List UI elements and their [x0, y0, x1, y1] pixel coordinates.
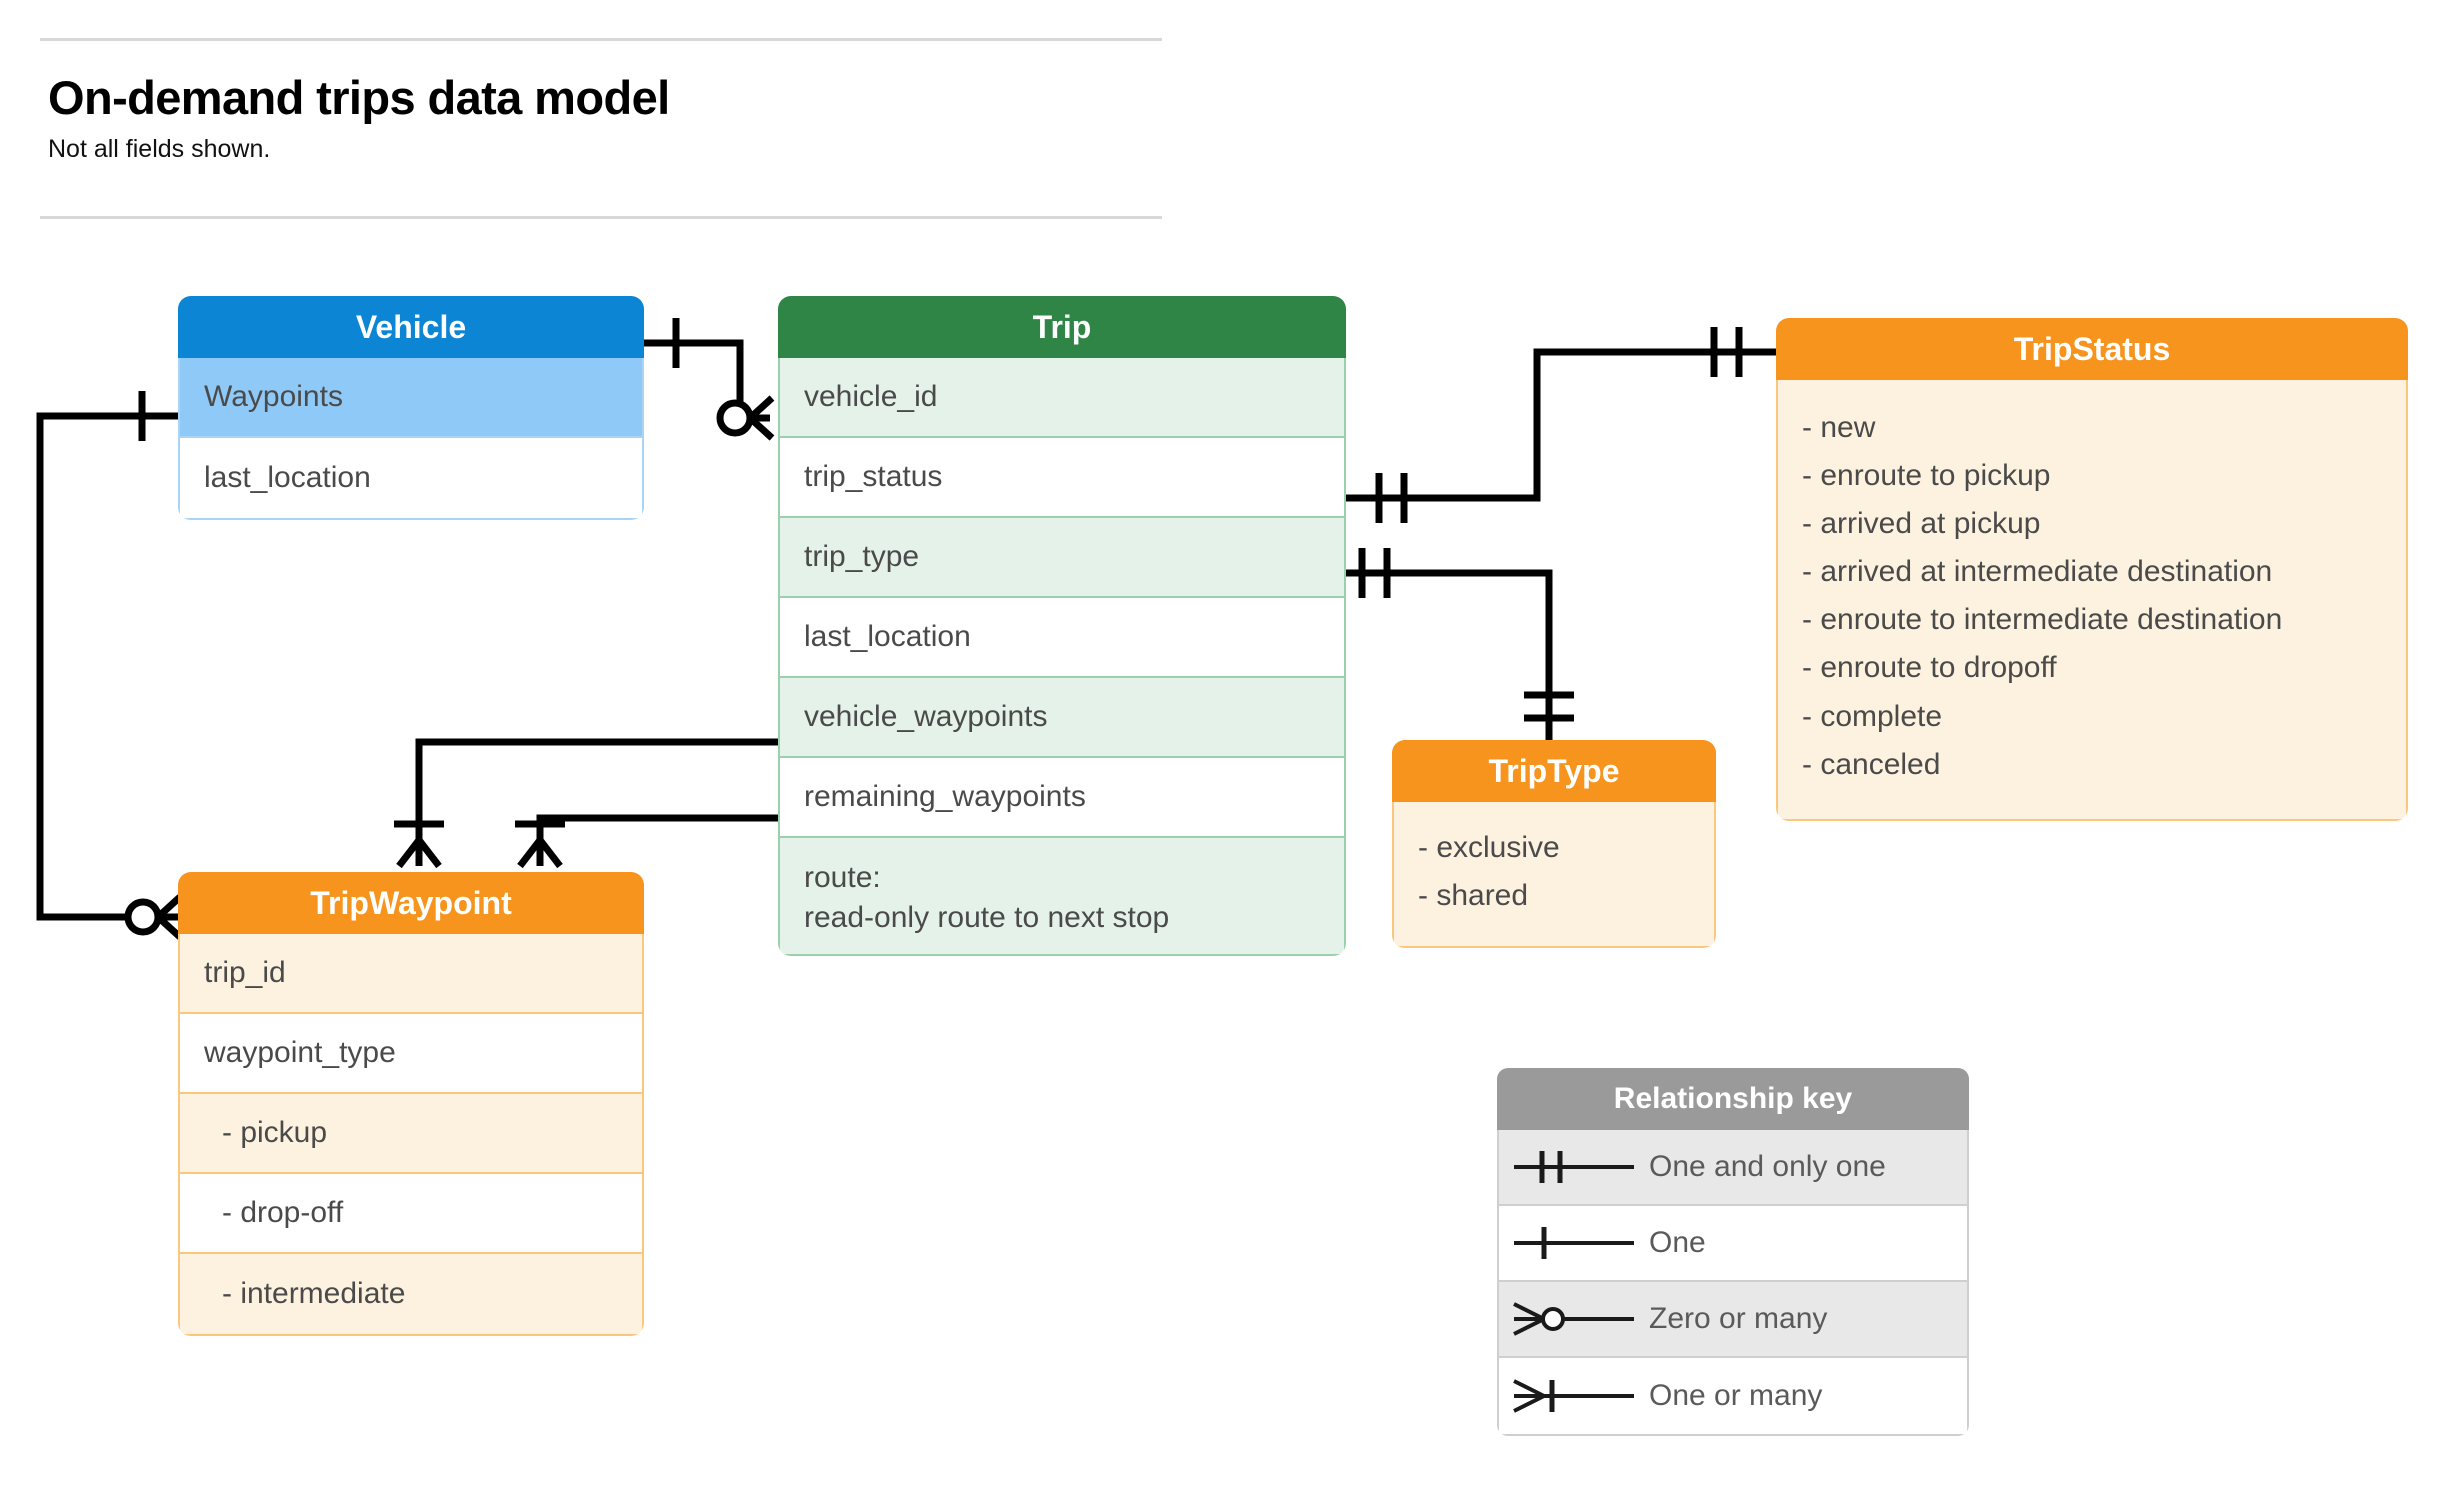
crowfoot-tripwaypoint-b: [155, 894, 183, 920]
legend-row-one-or-many: One or many: [1499, 1358, 1967, 1434]
entity-tripwaypoint-title: TripWaypoint: [178, 872, 644, 934]
page-title: On-demand trips data model: [48, 71, 670, 124]
legend-row-one-and-only-one: One and only one: [1499, 1130, 1967, 1206]
field-trip-last-location[interactable]: last_location: [780, 598, 1344, 678]
tripstatus-value: - enroute to pickup: [1802, 459, 2051, 493]
entity-trip-title: Trip: [778, 296, 1346, 358]
crowfoot-trip-vehicleid-c: [747, 415, 775, 441]
legend-label: One and only one: [1649, 1150, 1886, 1183]
entity-triptype[interactable]: TripType - exclusive - shared: [1392, 740, 1716, 949]
triptype-value: - exclusive: [1418, 831, 1560, 864]
entity-vehicle-fields: Waypoints last_location: [178, 358, 644, 520]
field-trip-trip-type[interactable]: trip_type: [780, 518, 1344, 598]
legend-label: One: [1649, 1226, 1706, 1259]
field-trip-vehicle-waypoints[interactable]: vehicle_waypoints: [780, 678, 1344, 758]
legend-row-zero-or-many: Zero or many: [1499, 1282, 1967, 1358]
crowfoot-tripwaypoint-c: [155, 914, 183, 940]
field-trip-route[interactable]: route: read-only route to next stop: [780, 838, 1344, 954]
field-trip-remaining-waypoints[interactable]: remaining_waypoints: [780, 758, 1344, 838]
zero-marker-tripwaypoint: [124, 898, 162, 936]
relationship-key-legend: Relationship key One and only one: [1497, 1068, 1969, 1436]
field-vehicle-waypoints[interactable]: Waypoints: [180, 358, 642, 438]
field-tripwaypoint-waypoint-type[interactable]: waypoint_type: [180, 1014, 642, 1094]
tripstatus-value: - canceled: [1802, 747, 1941, 781]
entity-triptype-values: - exclusive - shared: [1392, 802, 1716, 949]
field-tripwaypoint-value-dropoff[interactable]: - drop-off: [180, 1174, 642, 1254]
legend-row-one: One: [1499, 1206, 1967, 1282]
connector-trip-status-to-tripstatus: [1346, 348, 1776, 502]
tripstatus-value: - arrived at intermediate destination: [1802, 555, 2273, 589]
legend-rows: One and only one One: [1497, 1130, 1969, 1436]
tripstatus-value: - complete: [1802, 699, 1943, 733]
entity-triptype-title: TripType: [1392, 740, 1716, 802]
entity-tripstatus-title: TripStatus: [1776, 318, 2408, 380]
tripstatus-value: - arrived at pickup: [1802, 507, 2041, 541]
field-tripwaypoint-value-pickup[interactable]: - pickup: [180, 1094, 642, 1174]
entity-trip-fields: vehicle_id trip_status trip_type last_lo…: [778, 358, 1346, 956]
entity-trip[interactable]: Trip vehicle_id trip_status trip_type la…: [778, 296, 1346, 956]
page-subtitle: Not all fields shown.: [48, 135, 271, 163]
one-icon: [1499, 1220, 1649, 1266]
legend-title: Relationship key: [1497, 1068, 1969, 1130]
zero-marker-trip-vehicleid: [716, 399, 754, 437]
one-and-only-one-icon: [1499, 1144, 1649, 1190]
tripstatus-value: - enroute to dropoff: [1802, 651, 2057, 685]
connector-trip-type-to-triptype: [1346, 569, 1553, 740]
connector-vehicle-waypoints-to-tripwaypoint: [36, 412, 178, 921]
field-trip-route-description: read-only route to next stop: [804, 901, 1170, 934]
entity-tripwaypoint-fields: trip_id waypoint_type - pickup - drop-of…: [178, 934, 644, 1336]
entity-tripstatus[interactable]: TripStatus - new - enroute to pickup - a…: [1776, 318, 2408, 821]
one-or-many-icon: [1499, 1373, 1649, 1419]
crowfoot-rw-b: [517, 837, 543, 869]
header-divider-bottom: [40, 216, 1162, 219]
field-trip-trip-status[interactable]: trip_status: [780, 438, 1344, 518]
legend-label: Zero or many: [1649, 1302, 1828, 1335]
crowfoot-vw-b: [396, 837, 422, 869]
crowfoot-vw-c: [416, 837, 442, 869]
entity-tripstatus-values: - new - enroute to pickup - arrived at p…: [1776, 380, 2408, 821]
field-trip-route-label: route:: [804, 861, 881, 895]
entity-vehicle-title: Vehicle: [178, 296, 644, 358]
field-trip-vehicle-id[interactable]: vehicle_id: [780, 358, 1344, 438]
tripstatus-value: - enroute to intermediate destination: [1802, 603, 2283, 637]
field-tripwaypoint-value-intermediate[interactable]: - intermediate: [180, 1254, 642, 1334]
triptype-value: - shared: [1418, 879, 1529, 913]
legend-label: One or many: [1649, 1379, 1823, 1412]
entity-vehicle[interactable]: Vehicle Waypoints last_location: [178, 296, 644, 520]
tripstatus-value: - new: [1802, 411, 1876, 444]
connector-vehicle-to-trip: [644, 339, 770, 422]
field-tripwaypoint-trip-id[interactable]: trip_id: [180, 934, 642, 1014]
zero-or-many-icon: [1499, 1296, 1649, 1342]
field-vehicle-last-location[interactable]: last_location: [204, 461, 371, 494]
entity-tripwaypoint[interactable]: TripWaypoint trip_id waypoint_type - pic…: [178, 872, 644, 1336]
header-divider-top: [40, 38, 1162, 41]
crowfoot-rw-c: [537, 837, 563, 869]
crowfoot-trip-vehicleid-b: [747, 395, 775, 421]
